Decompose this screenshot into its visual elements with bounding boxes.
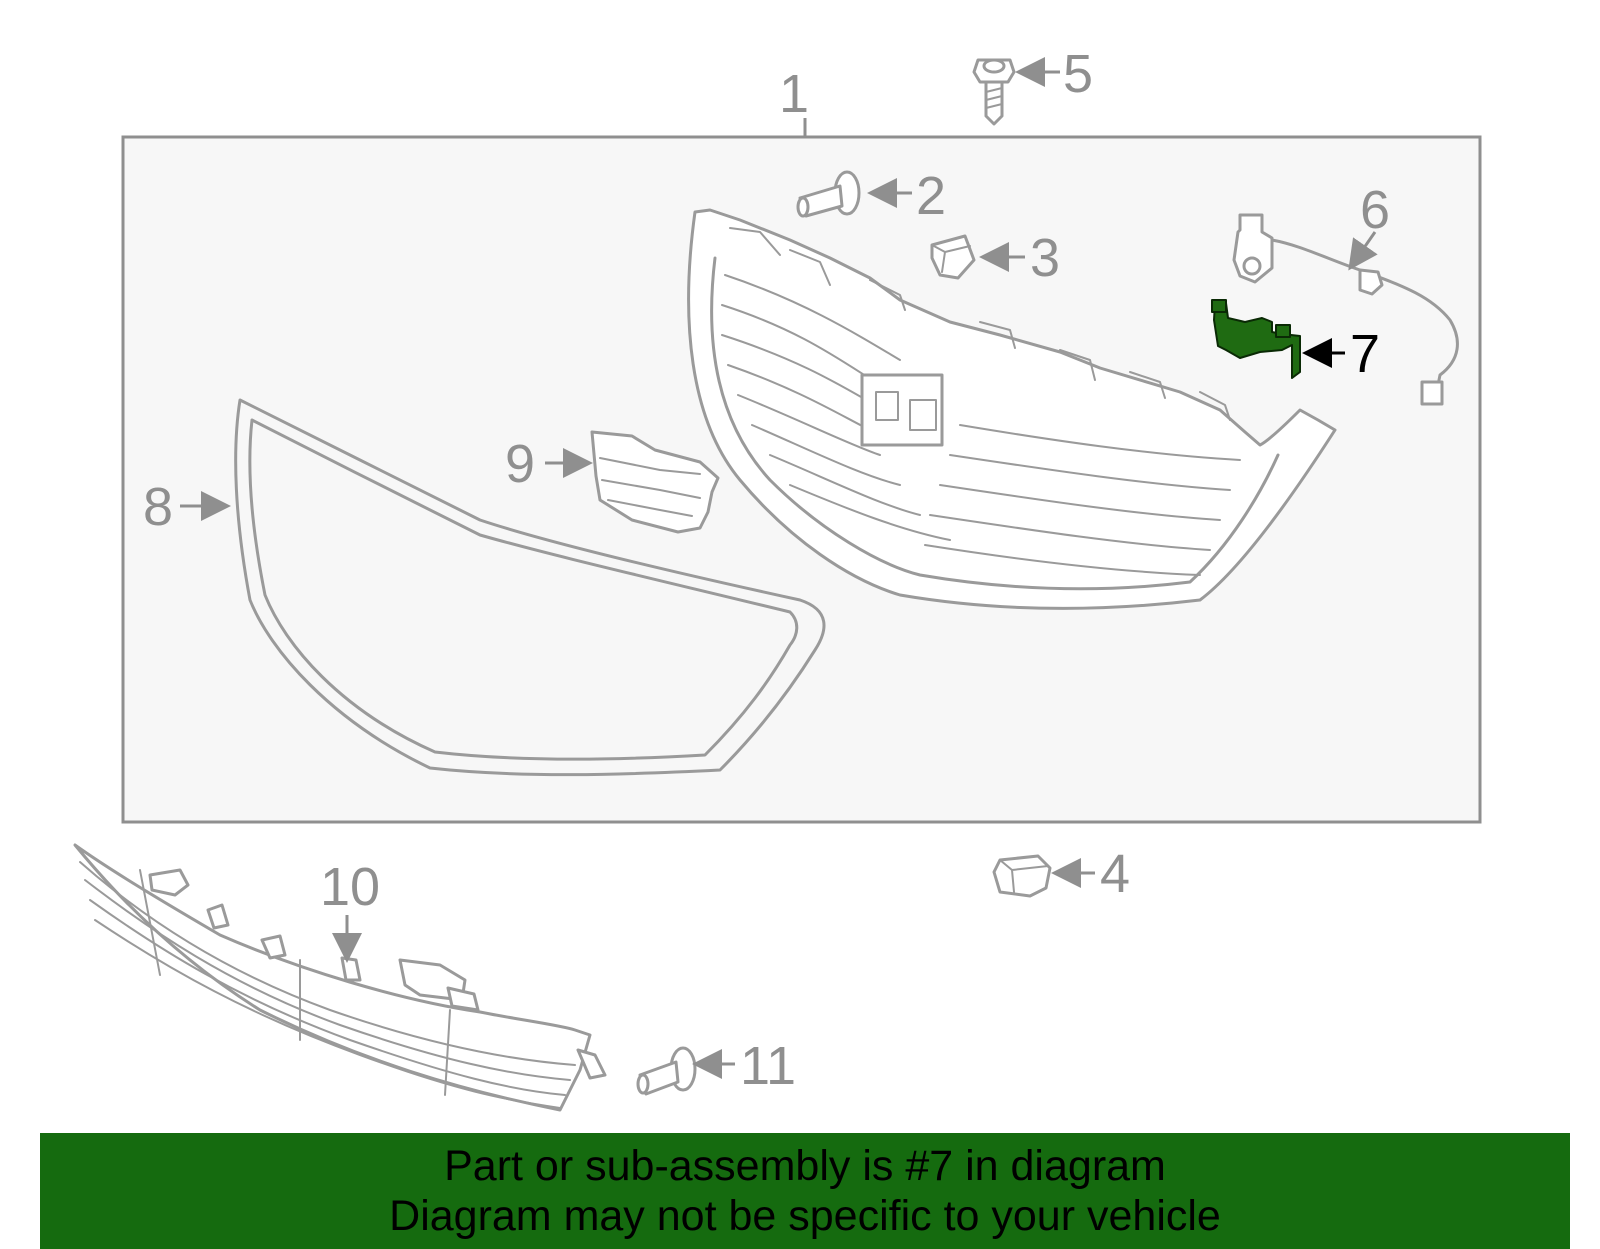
leader-6 — [1348, 231, 1378, 271]
clip-part-4 — [992, 854, 1052, 898]
emblem-part-9 — [590, 430, 720, 534]
screw-part-2 — [796, 170, 861, 218]
callout-5: 5 — [1063, 44, 1093, 104]
harness-part-6 — [1232, 213, 1459, 406]
bracket-part-7 — [1211, 299, 1301, 379]
callout-11: 11 — [740, 1036, 796, 1096]
clip-part-3 — [930, 234, 976, 280]
callout-2: 2 — [916, 166, 946, 226]
callout-3: 3 — [1030, 228, 1060, 288]
callout-8: 8 — [143, 477, 173, 537]
info-banner: Part or sub-assembly is #7 in diagram Di… — [40, 1133, 1570, 1249]
screw-part-11 — [636, 1046, 697, 1096]
molding-part-8 — [234, 398, 826, 777]
lower-grille-part-10 — [73, 843, 607, 1112]
callout-10: 10 — [320, 857, 380, 917]
callout-7: 7 — [1350, 324, 1380, 384]
banner-line-1: Part or sub-assembly is #7 in diagram — [444, 1142, 1166, 1190]
bolt-part-5 — [972, 58, 1016, 126]
callout-6: 6 — [1360, 180, 1390, 240]
banner-line-2: Diagram may not be specific to your vehi… — [389, 1192, 1221, 1240]
callout-9: 9 — [505, 434, 535, 494]
callout-1: 1 — [779, 64, 809, 124]
callout-4: 4 — [1100, 844, 1130, 904]
grille-part-1 — [687, 208, 1337, 610]
